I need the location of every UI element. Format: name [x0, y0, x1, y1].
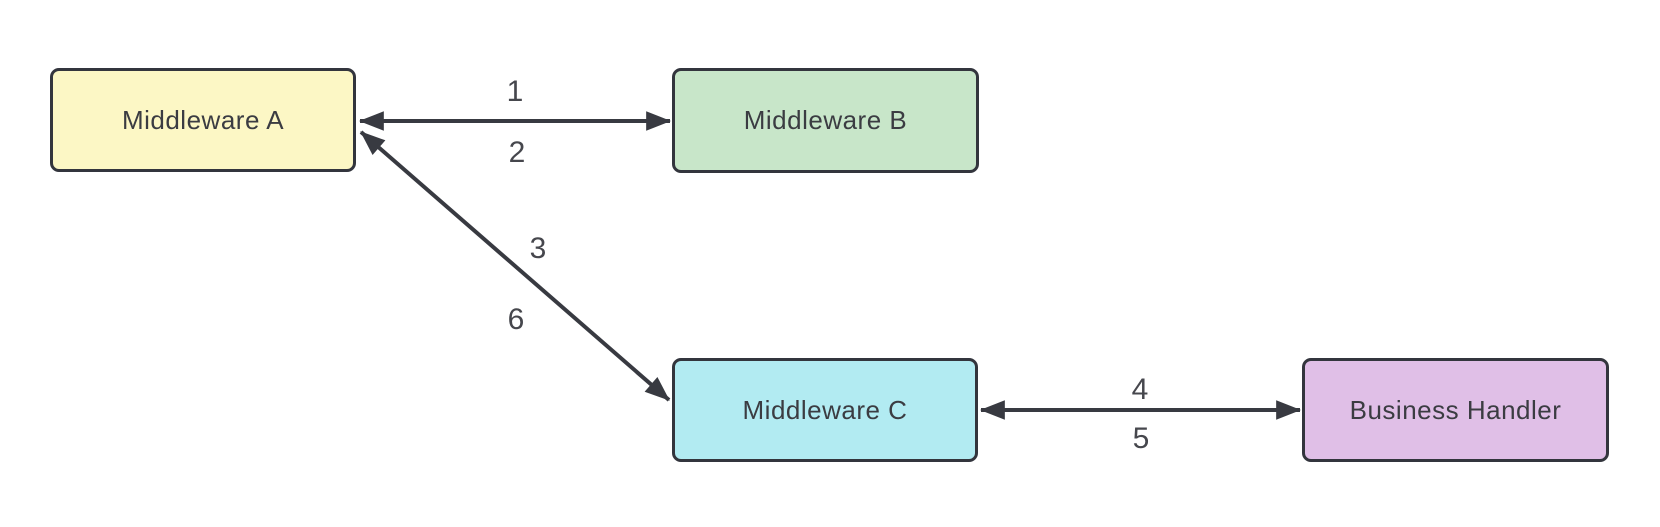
edge-a-to-c-arrow	[359, 130, 671, 402]
node-middleware-c-label: Middleware C	[742, 394, 908, 425]
node-middleware-b-label: Middleware B	[743, 105, 908, 135]
edge-ab-label-step-2: 2	[508, 136, 526, 169]
edge-chandler-label-step-4: 4	[1131, 373, 1149, 406]
node-business-handler[interactable]: Business Handler	[1302, 358, 1609, 462]
node-middleware-c[interactable]: Middleware C	[672, 358, 978, 462]
edge-ab-label-step-1: 1	[506, 75, 524, 108]
edge-chandler-label-step-5: 5	[1132, 422, 1150, 455]
node-middleware-a-label: Middleware A	[121, 104, 285, 135]
node-middleware-a[interactable]: Middleware A	[50, 68, 356, 172]
node-middleware-b[interactable]: Middleware B	[672, 68, 979, 173]
edge-ac-label-step-6: 6	[507, 303, 525, 336]
edge-ac-label-step-3: 3	[529, 232, 547, 265]
node-business-handler-label: Business Handler	[1349, 394, 1562, 425]
